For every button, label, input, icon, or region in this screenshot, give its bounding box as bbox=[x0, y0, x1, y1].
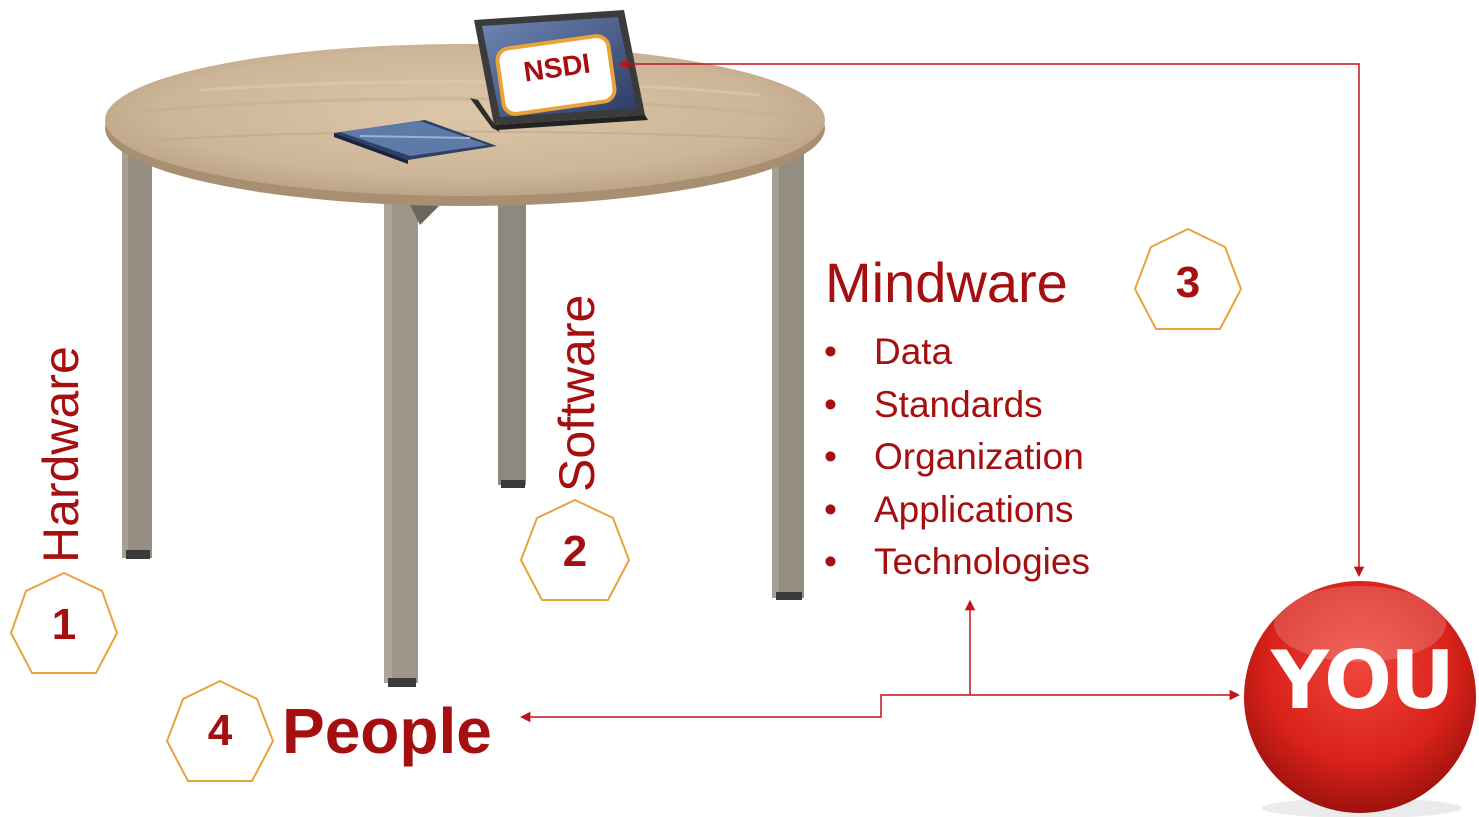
table-top bbox=[105, 44, 825, 196]
heptagon-badge-1 bbox=[9, 571, 119, 674]
heptagon-badge-2 bbox=[519, 498, 631, 601]
hardware-label: Hardware bbox=[33, 346, 89, 563]
you-label[interactable]: YOU bbox=[1270, 634, 1455, 727]
mindware-label: Mindware bbox=[825, 251, 1068, 314]
list-item: •Organization bbox=[824, 436, 1084, 477]
nsdi-screen-label-box bbox=[495, 34, 617, 116]
connector-lines bbox=[519, 58, 1365, 723]
badge-number-3: 3 bbox=[1175, 258, 1201, 307]
list-item: •Standards bbox=[824, 383, 1043, 425]
badge-number-1: 1 bbox=[51, 600, 77, 649]
table-leg-back-right bbox=[498, 160, 526, 485]
software-label: Software bbox=[549, 294, 605, 492]
list-item: •Technologies bbox=[824, 541, 1090, 582]
arrow-people-to-you bbox=[519, 689, 1241, 723]
tablet-icon bbox=[470, 10, 648, 132]
badge-number-2: 2 bbox=[562, 527, 588, 576]
badge-number-4: 4 bbox=[207, 706, 233, 755]
heptagon-badge-4 bbox=[165, 679, 275, 782]
you-button[interactable] bbox=[1244, 581, 1476, 817]
book-icon bbox=[334, 120, 497, 164]
mindware-list: •Data •Standards •Organization •Applicat… bbox=[822, 326, 1090, 589]
arrow-nsdi-to-you bbox=[617, 58, 1365, 578]
people-label: People bbox=[282, 695, 492, 767]
list-item: •Applications bbox=[824, 488, 1074, 530]
list-item: •Data bbox=[824, 331, 953, 372]
